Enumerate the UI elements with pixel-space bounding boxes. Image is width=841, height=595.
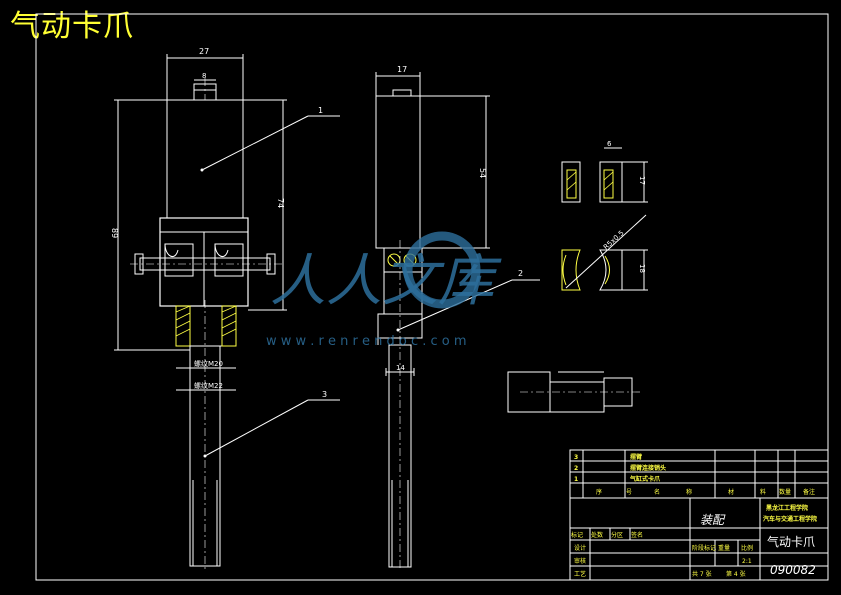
dim-detail-radius: R5x0.5 [602, 229, 626, 251]
tb-label-6: 工艺 [574, 570, 586, 578]
balloon-3: 3 [322, 390, 327, 399]
dim-top-width: 27 [199, 47, 209, 56]
tb-header-4: 材 [728, 488, 734, 496]
tb-row3-name: 摆臂 [630, 453, 642, 461]
balloon-1: 1 [318, 106, 323, 115]
dim-overall-height: 89 [110, 228, 119, 238]
dim-side-width: 17 [397, 65, 407, 74]
dim-side-bottom: 14 [396, 364, 405, 372]
tb-mid-0: 阶段标记 [692, 544, 716, 552]
tb-label-3: 签名 [631, 531, 643, 539]
dim-thread-lower2: 螺纹M22 [194, 381, 223, 390]
tb-header-0: 序 [596, 488, 602, 496]
tb-row2-no: 2 [574, 465, 578, 472]
watermark: 人人文库 w w w . r e n r e n d o c . c o m [266, 231, 502, 349]
drawing-frame [35, 13, 829, 581]
tb-row2-name: 摆臂连接销头 [630, 464, 666, 472]
dim-stem-width: 8 [202, 72, 206, 80]
side-view [375, 72, 540, 570]
tb-design-label: 装配 [700, 513, 726, 527]
watermark-url: w w w . r e n r e n d o c . c o m [266, 334, 467, 349]
dim-body-height: 74 [276, 198, 285, 208]
watermark-text: 人人文库 [270, 249, 502, 314]
tb-school-line1: 黑龙江工程学院 [766, 504, 808, 512]
dim-side-height: 54 [478, 168, 487, 178]
tb-header-6: 数量 [779, 488, 791, 496]
drawing-title: 气动卡爪 [10, 9, 134, 44]
tb-label-4: 设计 [574, 544, 586, 552]
front-view [114, 54, 340, 570]
tb-label-5: 审核 [574, 557, 586, 565]
tb-label-2: 分区 [611, 531, 623, 539]
tb-header-3: 称 [686, 488, 692, 496]
tb-header-1: 号 [626, 489, 632, 496]
title-block [569, 449, 829, 581]
tb-scale: 2:1 [742, 558, 752, 565]
tb-header-2: 名 [654, 488, 660, 496]
tb-drawing-number: 090082 [770, 563, 816, 577]
dim-thread-lower1: 螺纹M20 [194, 359, 223, 368]
tb-mid-2: 比例 [741, 544, 753, 552]
dim-detail-height2: 18 [638, 264, 646, 273]
tb-mid-1: 重量 [718, 544, 730, 552]
detail-views [507, 147, 648, 413]
tb-school-line2: 汽车与交通工程学院 [763, 515, 817, 523]
tb-row3-no: 3 [574, 454, 578, 461]
tb-header-5: 料 [760, 488, 766, 496]
tb-sheets: 共 7 张 [692, 570, 712, 578]
tb-part-name: 气动卡爪 [767, 534, 815, 549]
dim-detail-height: 17 [638, 176, 646, 185]
tb-sheet-no: 第 4 张 [726, 570, 746, 578]
tb-row1-name: 气缸式卡爪 [629, 475, 661, 483]
tb-label-1: 处数 [591, 531, 603, 539]
tb-label-0: 标记 [571, 531, 583, 539]
tb-header-7: 备注 [803, 488, 815, 496]
dim-detail-thickness: 6 [607, 140, 612, 148]
tb-row1-no: 1 [574, 476, 578, 483]
balloon-2: 2 [518, 269, 523, 278]
